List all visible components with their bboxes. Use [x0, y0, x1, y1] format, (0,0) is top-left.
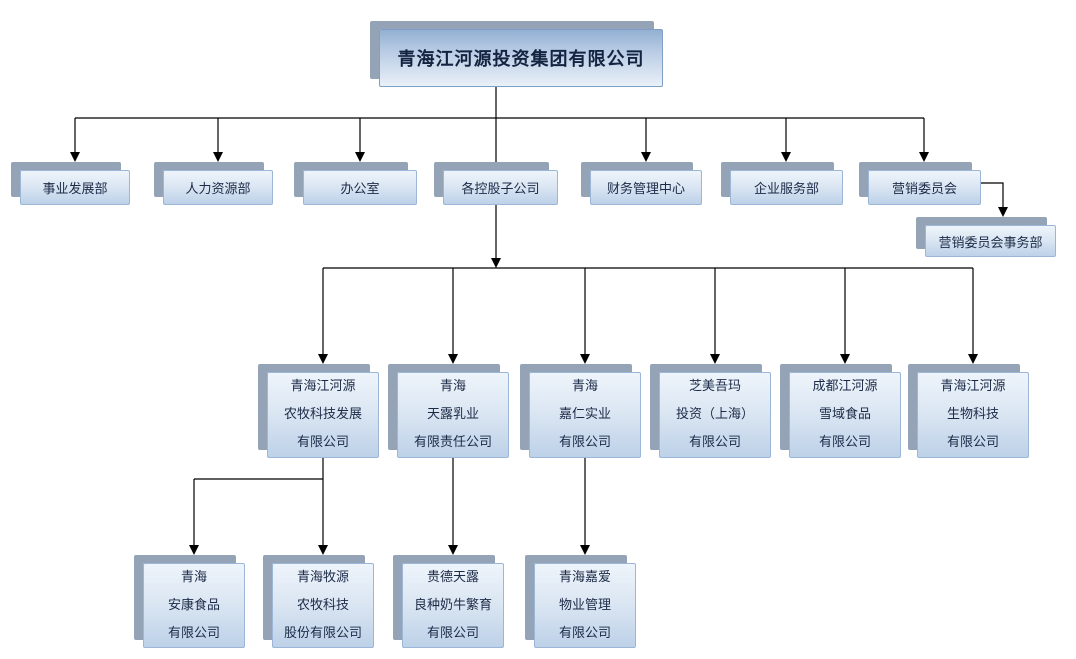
org-node-bio-tech-co: 青海江河源 生物科技 有限公司	[917, 372, 1029, 458]
org-node-ankang-food-co: 青海 安康食品 有限公司	[143, 563, 245, 648]
org-node-business-development-dept: 事业发展部	[20, 170, 130, 205]
org-node-enterprise-services-dept: 企业服务部	[730, 170, 843, 205]
org-node-holding-subsidiaries: 各控股子公司	[443, 170, 558, 205]
org-node-zhimeiwuma-investment-co: 芝美吾玛 投资（上海） 有限公司	[659, 372, 771, 458]
org-node-general-office: 办公室	[303, 170, 417, 205]
org-node-group-headquarters: 青海江河源投资集团有限公司	[379, 29, 663, 87]
org-node-guide-tianlu-cattle-breeding-co: 贵德天露 良种奶牛繁育 有限公司	[402, 563, 504, 648]
org-node-marketing-committee-office: 营销委员会事务部	[925, 225, 1056, 257]
org-node-marketing-committee: 营销委员会	[868, 170, 981, 205]
org-node-tianlu-dairy-co: 青海 天露乳业 有限责任公司	[397, 372, 509, 458]
org-node-muyuan-agri-tech-co: 青海牧源 农牧科技 股份有限公司	[272, 563, 374, 648]
org-node-chengdu-snowfield-food-co: 成都江河源 雪域食品 有限公司	[789, 372, 901, 458]
org-node-financial-management-center: 财务管理中心	[590, 170, 702, 205]
org-node-jiaren-industrial-co: 青海 嘉仁实业 有限公司	[529, 372, 641, 458]
org-node-agri-tech-development-co: 青海江河源 农牧科技发展 有限公司	[267, 372, 379, 458]
org-node-human-resources-dept: 人力资源部	[163, 170, 273, 205]
org-node-jiaai-property-management-co: 青海嘉爱 物业管理 有限公司	[534, 563, 636, 648]
